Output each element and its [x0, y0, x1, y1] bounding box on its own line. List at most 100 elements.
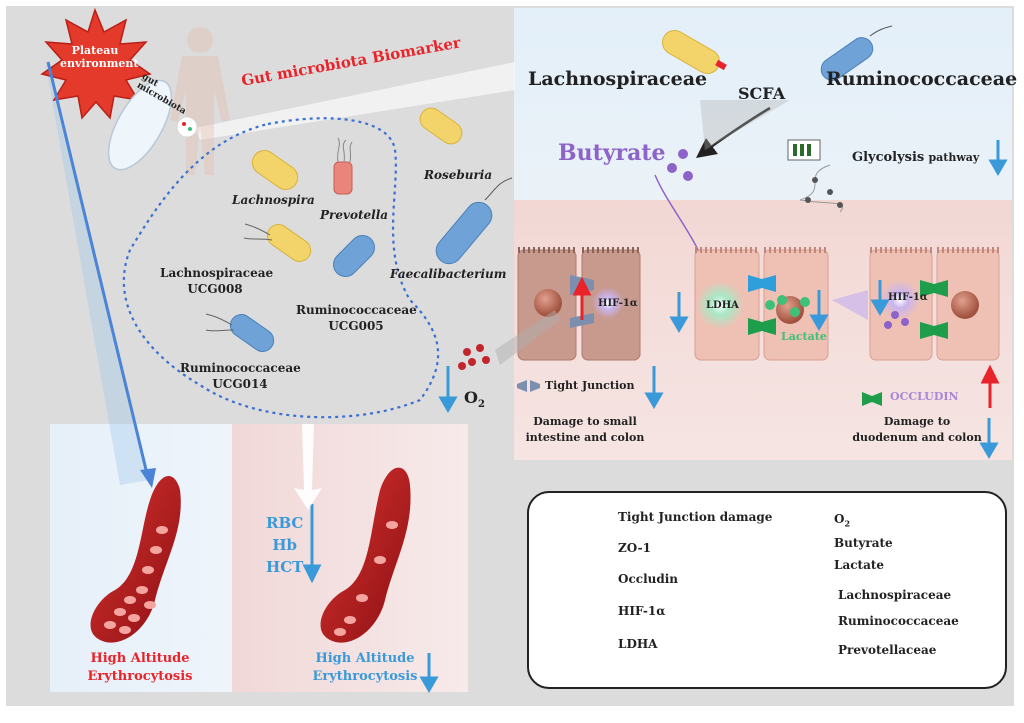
- hif-left-label: HIF-1α: [598, 298, 638, 309]
- rumino-ucg005-line2: UCG005: [328, 319, 384, 333]
- o2-molecule: [463, 348, 471, 356]
- increase-arrows: [572, 276, 1000, 408]
- scfa-shadow: [700, 100, 790, 150]
- bacterium-roseburia: [419, 107, 463, 145]
- occludin-protein: [920, 322, 948, 339]
- glycolysis-label: Glycolysis pathway: [852, 150, 979, 165]
- legend-tight-junction-damage: Tight Junction damage: [618, 510, 773, 524]
- lactate-label: Lactate: [781, 330, 827, 343]
- plateau-label-line2: environment: [60, 57, 139, 70]
- blood-left-line1: High Altitude: [90, 651, 190, 666]
- legend-o2-symbol: O: [834, 512, 845, 526]
- plateau-to-blood-arrow: [46, 61, 150, 479]
- blood-left-label: High Altitude Erythrocytosis: [70, 650, 210, 686]
- blood-right-line2: Erythrocytosis: [312, 669, 418, 684]
- lachnospiraceae-bacterium: [662, 30, 727, 74]
- pathway-word: pathway: [928, 151, 980, 164]
- damage-right-label: Damage to duodenum and colon: [852, 414, 982, 446]
- rumino-ucg014-line1: Ruminococcaceae: [180, 361, 301, 375]
- blood-right-label: High Altitude Erythrocytosis: [300, 650, 430, 686]
- rumino-ucg005-line1: Ruminococcaceae: [296, 303, 417, 317]
- enclosure-to-blood-arrow: [294, 424, 322, 510]
- ruminococcaceae-bacterium: [820, 25, 893, 81]
- legend-lactate: Lactate: [834, 558, 885, 572]
- lachno-ucg008-line1: Lachnospiraceae: [160, 266, 274, 280]
- damage-right-line2: duodenum and colon: [852, 431, 982, 444]
- scfa-to-butyrate-arrow: [695, 106, 771, 158]
- o2-molecule: [458, 362, 466, 370]
- rumino-ucg014-line2: UCG014: [212, 377, 268, 391]
- legend-hif: HIF-1α: [618, 604, 666, 618]
- butyrate-dot: [683, 171, 693, 181]
- taxon-roseburia: Roseburia: [424, 168, 493, 182]
- legend-butyrate: Butyrate: [834, 536, 893, 550]
- biomarker-beam: [195, 62, 515, 140]
- o2-label: O2: [464, 388, 485, 410]
- decrease-arrows: [302, 140, 1008, 693]
- taxon-rumino-ucg014: Ruminococcaceae UCG014: [180, 360, 301, 392]
- top-butyrate: Butyrate: [558, 140, 666, 166]
- blood-vessel-right: [320, 467, 411, 643]
- damage-left-line2: intestine and colon: [525, 431, 645, 444]
- legend-o2-subscript: 2: [844, 518, 851, 529]
- bacterium-prevotella: [333, 137, 353, 195]
- occludin-protein: [748, 318, 776, 335]
- gut-microbiota-dot: [176, 116, 198, 138]
- lachno-ucg008-line2: UCG008: [187, 282, 243, 296]
- tight-junction-label: Tight Junction: [545, 379, 635, 392]
- human-silhouette: [170, 27, 230, 175]
- glycolysis-pathway-icon: [787, 139, 843, 213]
- plateau-label: Plateau environment: [60, 44, 139, 70]
- top-scfa: SCFA: [738, 84, 786, 103]
- taxon-lachno-ucg008: Lachnospiraceae UCG008: [160, 265, 274, 297]
- blood-left-line2: Erythrocytosis: [87, 669, 193, 684]
- epithelial-cells-middle: [694, 247, 829, 361]
- top-ruminococcaceae: Ruminococcaceae: [826, 68, 1018, 90]
- o2-beam: [495, 310, 560, 365]
- taxon-rumino-ucg005: Ruminococcaceae UCG005: [296, 302, 417, 334]
- hif-right-label: HIF-1α: [888, 292, 928, 303]
- blood-indices: RBC Hb HCT: [266, 512, 303, 578]
- blood-right-line1: High Altitude: [315, 651, 415, 666]
- damage-left-label: Damage to small intestine and colon: [520, 414, 650, 446]
- damage-left-line1: Damage to small: [533, 415, 637, 428]
- hct-label: HCT: [266, 558, 304, 576]
- occludin-protein: [920, 280, 948, 297]
- occludin-icon: [862, 392, 882, 406]
- o2-molecule: [482, 356, 490, 364]
- ldha-label: LDHA: [706, 300, 739, 311]
- legend-zo1: ZO-1: [618, 541, 651, 555]
- blood-panel-right: [232, 424, 468, 692]
- taxon-lachnospira: Lachnospira: [232, 193, 315, 207]
- legend-prevotellaceae: Prevotellaceae: [838, 643, 937, 657]
- rbc-label: RBC: [266, 514, 304, 532]
- bacterium-faecalibacterium: [435, 177, 513, 265]
- o2-molecule: [468, 358, 476, 366]
- legend-box: [527, 491, 1007, 689]
- o2-symbol: O: [464, 388, 478, 407]
- bacterium-lachno-ucg008: [243, 223, 312, 262]
- o2-subscript: 2: [477, 399, 485, 411]
- bacterium-lachnospira: [251, 150, 299, 190]
- legend-ldha: LDHA: [618, 637, 658, 651]
- butyrate-dot: [678, 149, 688, 159]
- bacterium-rumino-ucg014: [205, 313, 275, 352]
- taxon-faecalibacterium: Faecalibacterium: [390, 267, 507, 281]
- damage-right-line1: Damage to: [883, 415, 951, 428]
- blood-vessel-left: [90, 476, 181, 643]
- occludin-label: OCCLUDIN: [890, 390, 959, 403]
- legend-o2: O2: [834, 512, 850, 528]
- zo1-protein: [748, 275, 776, 292]
- plateau-starburst: [40, 7, 152, 120]
- glycolysis-word: Glycolysis: [852, 150, 925, 165]
- o2-molecule: [476, 344, 484, 352]
- legend-occludin: Occludin: [618, 572, 679, 586]
- bacterium-rumino-ucg005: [333, 235, 375, 277]
- legend-ruminococcaceae: Ruminococcaceae: [838, 614, 959, 628]
- tight-junction-icon: [517, 380, 527, 392]
- biomarker-enclosure: [122, 117, 440, 419]
- gut-lens: [107, 79, 173, 171]
- legend-lachnospiraceae: Lachnospiraceae: [838, 588, 952, 602]
- taxon-prevotella: Prevotella: [320, 208, 389, 222]
